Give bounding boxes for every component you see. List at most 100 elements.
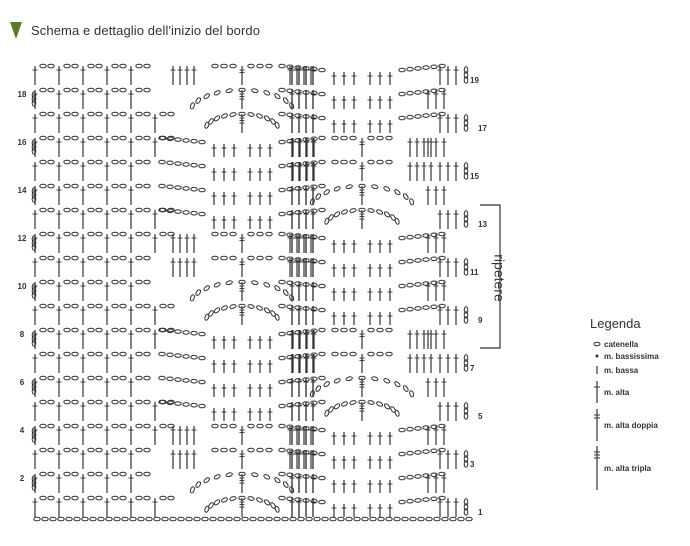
chain-stitch — [203, 477, 210, 484]
chain-stitch — [31, 187, 37, 195]
chain-stitch — [143, 375, 151, 381]
chain-stitch — [318, 159, 326, 165]
chain-stitch — [166, 328, 174, 334]
chain-stitch — [111, 495, 119, 501]
chain-stitch — [281, 516, 289, 522]
chain-stitch — [119, 375, 127, 381]
chain-stitch — [265, 63, 273, 69]
legend-label: m. bassissima — [604, 351, 659, 361]
chain-stitch — [318, 115, 326, 121]
chain-stitch — [143, 255, 151, 261]
legend-label: m. alta — [604, 387, 630, 397]
chain-stitch — [190, 402, 198, 408]
chain-stitch — [383, 186, 391, 192]
chain-stitch — [367, 208, 375, 213]
chain-stitch — [135, 207, 143, 213]
chain-stitch — [274, 285, 281, 292]
chain-stitch — [349, 400, 357, 405]
chain-stitch — [238, 279, 246, 285]
chain-stitch — [166, 400, 174, 406]
chain-stitch — [383, 403, 391, 410]
chain-stitch — [119, 63, 127, 69]
chain-stitch — [433, 516, 441, 522]
chain-stitch — [111, 63, 119, 69]
chain-stitch — [286, 232, 294, 238]
chain-stitch — [158, 135, 166, 141]
chain-stitch — [367, 400, 375, 405]
chain-stitch — [422, 257, 430, 262]
chain-stitch — [31, 283, 37, 291]
row-number-left: 8 — [20, 330, 25, 339]
chain-stitch — [310, 474, 318, 480]
chain-stitch — [297, 516, 305, 522]
row-number-right: 11 — [470, 268, 479, 277]
chain-stitch — [87, 471, 95, 477]
chain-stitch — [463, 412, 469, 420]
chain-stitch — [286, 304, 294, 310]
chain-stitch — [63, 399, 71, 405]
chain-stitch — [208, 118, 214, 125]
chain-stitch — [256, 255, 264, 261]
chain-stitch — [95, 351, 103, 357]
chain-stitch — [402, 193, 409, 200]
chain-stitch — [47, 327, 55, 333]
chain-stitch — [318, 427, 326, 433]
chain-stitch — [278, 403, 286, 409]
chain-stitch — [318, 283, 326, 289]
chart-header: Schema e dettaglio dell'inizio del bordo — [10, 22, 260, 39]
chain-stitch — [229, 447, 237, 453]
chain-stitch — [265, 231, 273, 237]
chain-stitch — [143, 471, 151, 477]
chain-stitch — [333, 211, 341, 218]
chain-stitch — [310, 376, 318, 382]
chain-stitch — [166, 352, 174, 358]
chain-stitch — [385, 351, 393, 357]
chain-stitch — [340, 159, 348, 165]
chain-stitch — [189, 102, 195, 110]
chain-stitch — [331, 159, 339, 165]
chain-stitch — [47, 495, 55, 501]
chain-stitch — [159, 303, 167, 309]
chain-stitch — [211, 255, 219, 261]
chain-stitch — [309, 390, 315, 398]
chain-stitch — [65, 516, 73, 522]
chain-stitch — [71, 135, 79, 141]
chain-stitch — [31, 191, 37, 199]
chain-stitch — [289, 516, 297, 522]
legend-item-catenella: catenella — [590, 339, 659, 349]
chain-stitch — [406, 234, 414, 240]
chain-stitch — [135, 327, 143, 333]
chain-stitch — [166, 376, 174, 382]
chain-stitch — [251, 280, 259, 286]
chain-stitch — [119, 207, 127, 213]
legend-item-alta: m. alta — [590, 379, 659, 405]
chain-stitch — [220, 255, 228, 261]
chain-stitch — [87, 231, 95, 237]
chain-stitch — [143, 87, 151, 93]
chain-stitch — [398, 475, 406, 481]
chain-stitch — [414, 282, 422, 287]
chain-stitch — [39, 159, 47, 165]
chain-stitch — [31, 239, 37, 247]
chain-stitch — [340, 327, 348, 333]
chain-stitch — [31, 95, 37, 103]
chain-stitch — [143, 159, 151, 165]
chain-stitch — [71, 207, 79, 213]
chain-stitch — [31, 243, 37, 251]
chain-stitch — [119, 135, 127, 141]
chain-stitch — [274, 313, 280, 321]
chain-stitch — [174, 185, 182, 190]
chain-stitch — [158, 399, 166, 405]
chain-stitch — [265, 447, 273, 453]
chain-stitch — [289, 102, 295, 110]
chain-stitch — [278, 139, 286, 145]
chain-stitch — [47, 111, 55, 117]
chain-stitch — [213, 90, 221, 96]
chain-stitch — [135, 423, 143, 429]
chain-stitch — [95, 279, 103, 285]
chain-stitch — [143, 447, 151, 453]
chain-stitch — [463, 172, 469, 180]
chain-stitch — [95, 327, 103, 333]
chain-stitch — [33, 516, 41, 522]
chain-stitch — [143, 303, 151, 309]
